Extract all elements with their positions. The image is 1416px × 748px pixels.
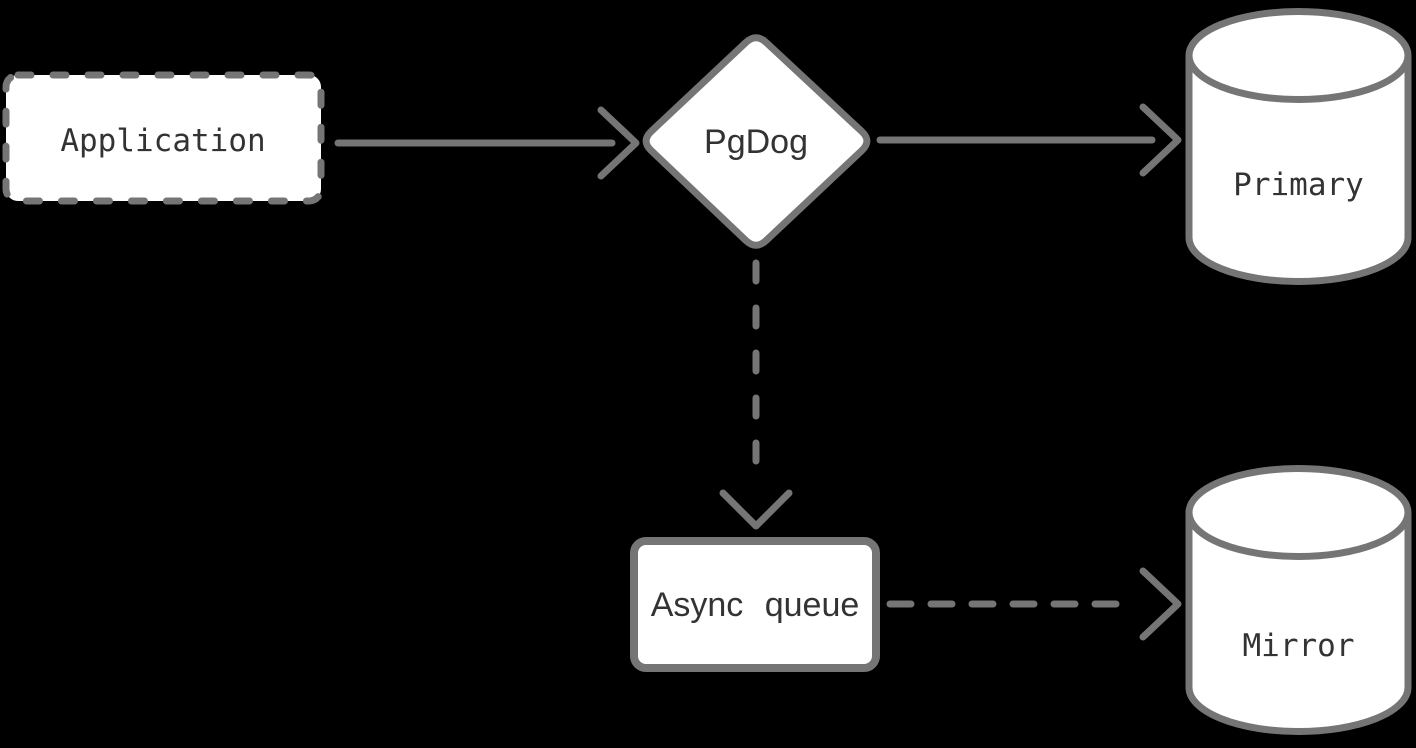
primary-cylinder-top	[1185, 8, 1412, 103]
mirror-cylinder-top	[1185, 465, 1412, 560]
async-queue-box	[630, 537, 880, 672]
pgdog-label: PgDog	[704, 123, 808, 161]
arrowhead-right-icon	[1139, 567, 1182, 641]
edge-pgdog-to-async-queue	[719, 259, 793, 530]
async-queue-label: Async queue	[651, 586, 860, 624]
mirror-cylinder-body	[1185, 512, 1412, 735]
arrowhead-down-icon	[719, 489, 793, 530]
node-primary: Primary	[1185, 8, 1412, 285]
arrowhead-right-icon	[1139, 103, 1182, 177]
arrowhead-right-icon	[597, 106, 640, 180]
primary-cylinder-body	[1185, 55, 1412, 285]
node-async-queue: Async queue	[630, 537, 880, 672]
primary-label: Primary	[1233, 167, 1364, 203]
application-box	[2, 71, 325, 205]
edge-async-queue-to-mirror	[886, 567, 1182, 641]
node-application: Application	[2, 71, 325, 205]
node-pgdog: PgDog	[642, 34, 871, 249]
mirror-label: Mirror	[1243, 628, 1355, 664]
application-label: Application	[60, 123, 265, 159]
edge-pgdog-to-primary	[876, 103, 1182, 177]
node-mirror: Mirror	[1185, 465, 1412, 735]
pgdog-diamond	[642, 34, 871, 249]
edge-application-to-pgdog	[334, 106, 640, 180]
